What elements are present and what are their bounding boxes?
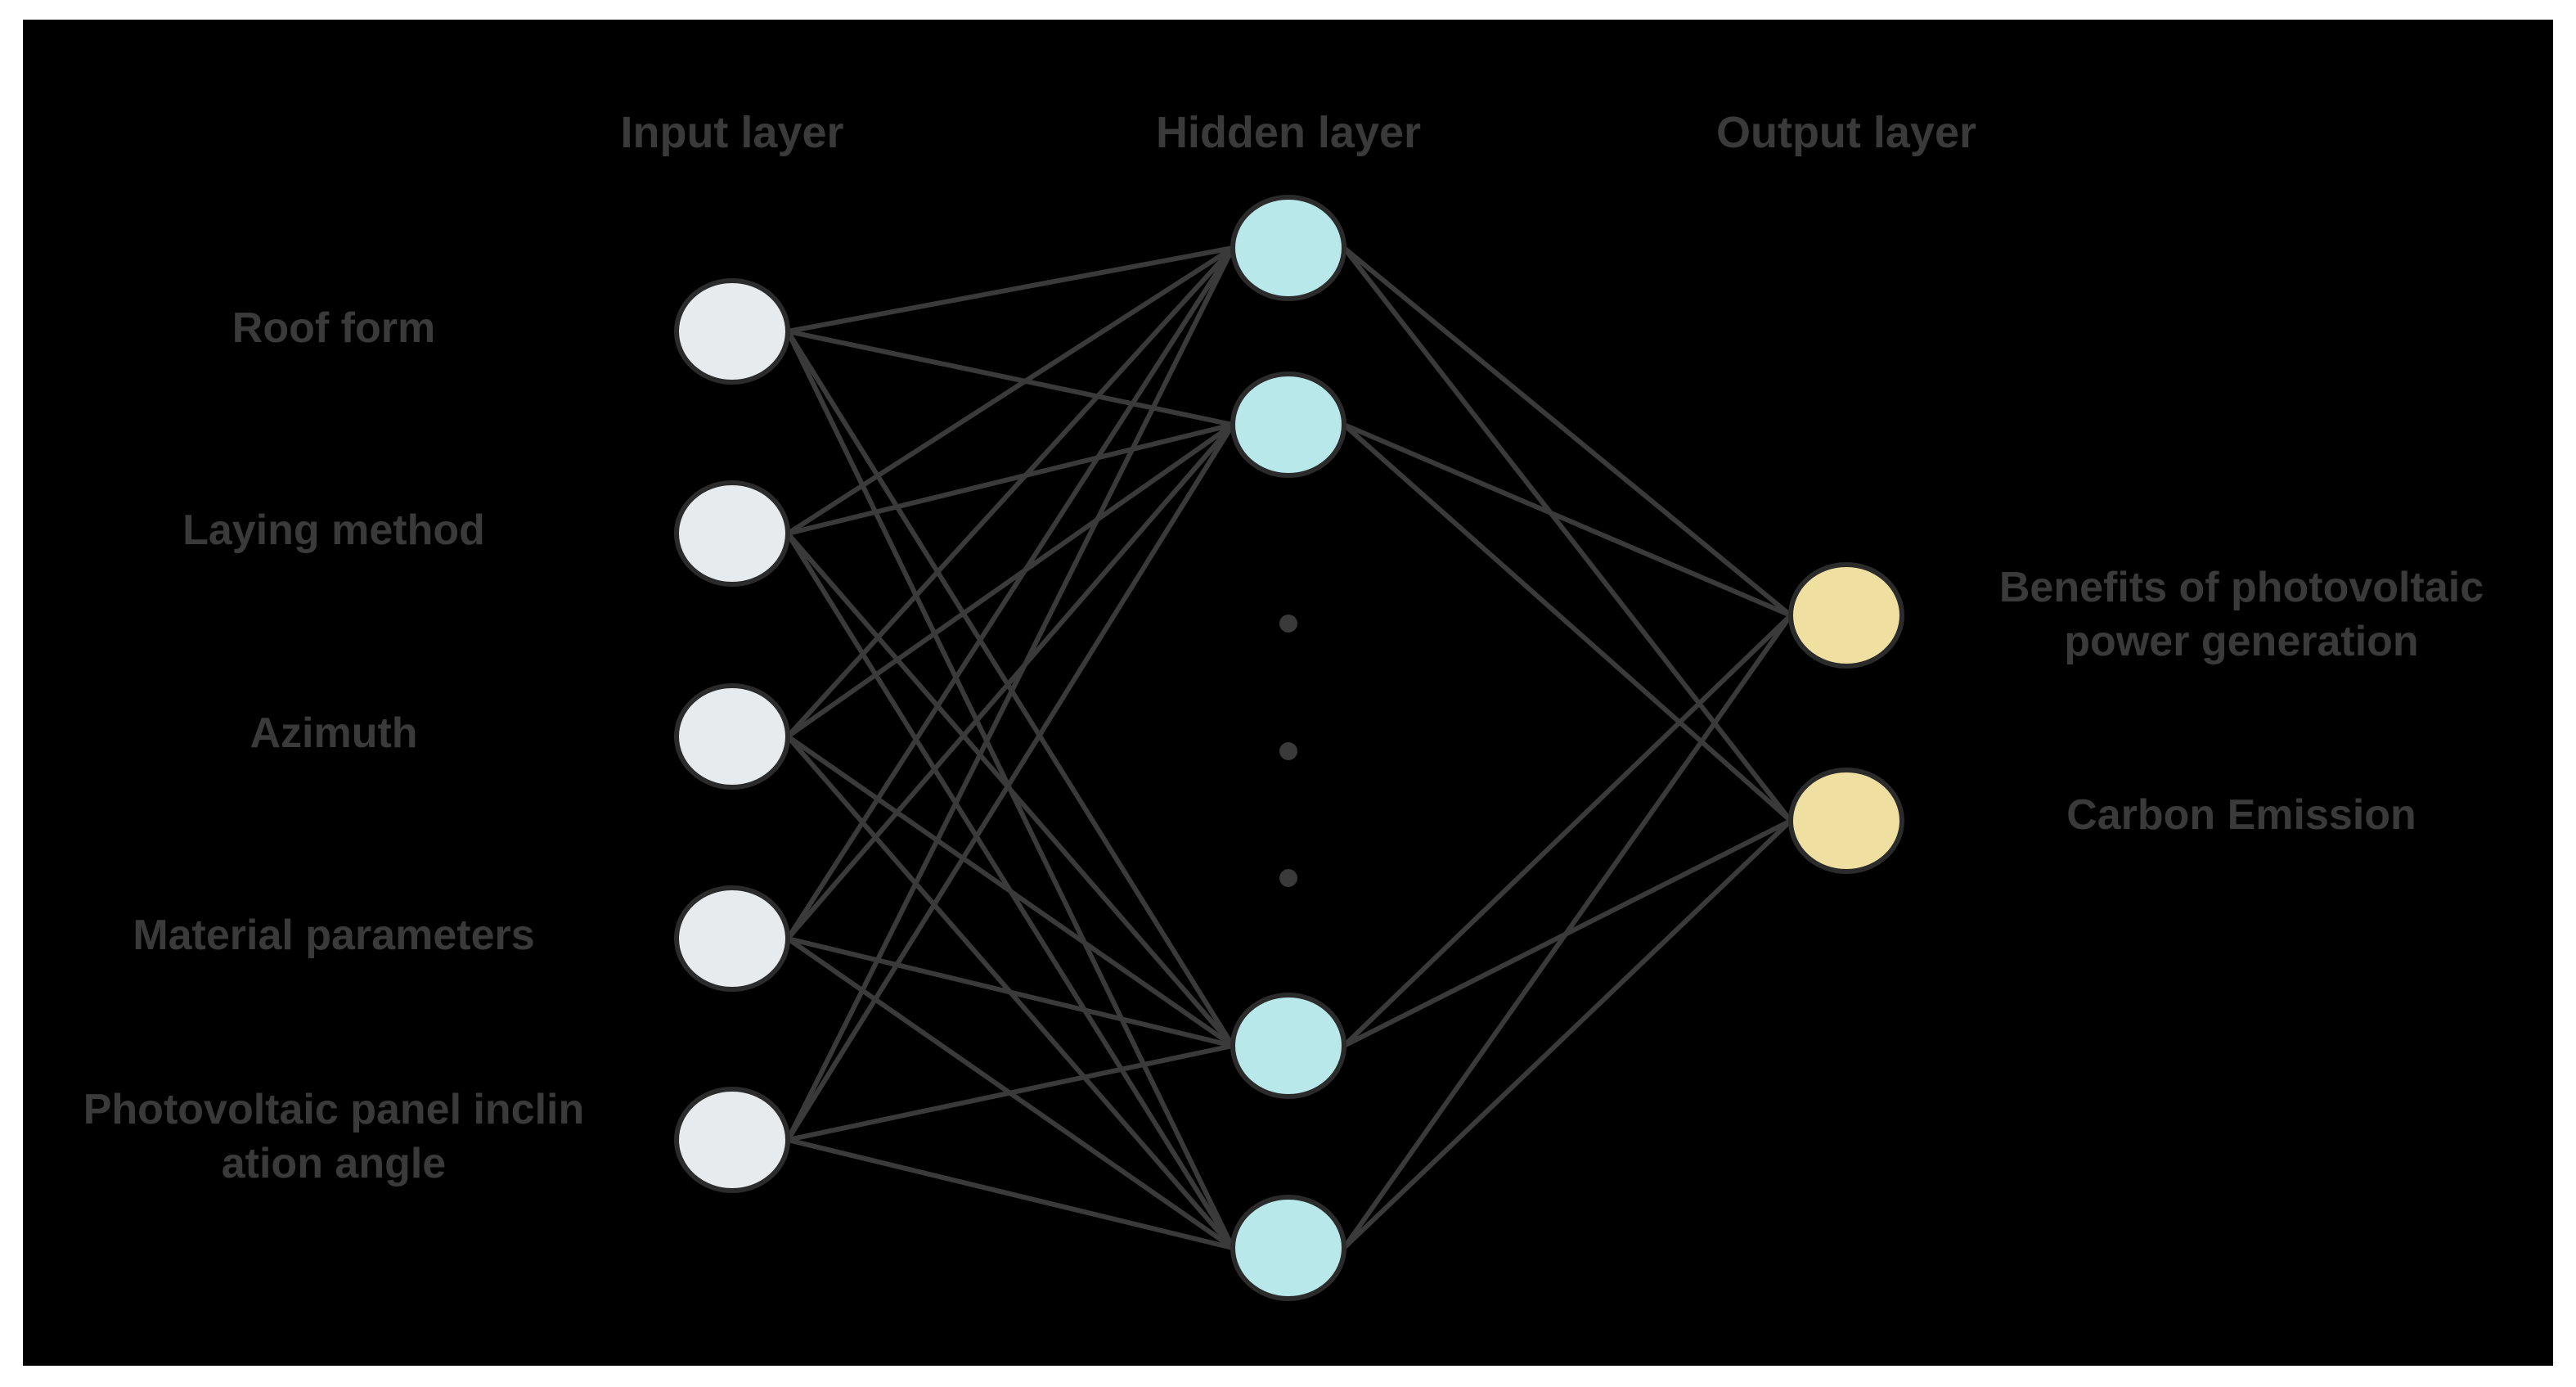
output-label-1-line-1: Benefits of photovoltaic [1999,564,2484,611]
input-node-1 [674,278,790,385]
output-node-2 [1788,768,1904,874]
hidden-node-2 [1230,372,1346,478]
input-node-5 [674,1087,790,1193]
neuron-nodes [674,195,1904,1301]
edge-hidden-4-output-1 [1342,614,1793,1250]
output-label-1-line-2: power generation [2064,618,2418,665]
edge-input-2-hidden-2 [787,422,1234,536]
input-label-4-line-1: Material parameters [133,912,534,959]
output-node-1 [1788,562,1904,669]
edge-hidden-2-output-2 [1342,422,1792,823]
input-label-1-line-1: Roof form [232,304,435,352]
edge-input-5-hidden-2 [785,423,1235,1142]
output-labels: Benefits of photovoltaic power generation… [1999,564,2484,839]
output-label-2-line-1: Carbon Emission [2066,791,2416,839]
output-label-1: Benefits of photovoltaic power generation [1999,564,2484,665]
edge-hidden-2-output-1 [1342,422,1792,618]
edge-input-2-hidden-3 [785,532,1235,1047]
input-label-2-line-1: Laying method [182,507,485,554]
input-label-5-line-2: ation angle [222,1140,446,1187]
input-label-5: Photovoltaic panel inclin ation angle [83,1086,585,1187]
input-label-3: Azimuth [250,709,417,757]
hidden-layer-header: Hidden layer [1156,108,1421,157]
edge-input-5-hidden-4 [787,1137,1234,1250]
ellipsis-dot-1 [1279,615,1297,633]
input-label-1: Roof form [232,304,435,352]
input-node-4 [674,885,790,992]
edge-input-4-hidden-2 [785,423,1235,940]
input-layer-header: Input layer [620,108,843,157]
edge-input-3-hidden-3 [786,734,1234,1048]
edge-hidden-1-output-2 [1342,246,1793,822]
ellipsis-dot-3 [1279,869,1297,887]
edge-input-4-hidden-1 [785,246,1235,940]
edge-input-3-hidden-1 [785,245,1235,739]
edge-input-2-hidden-1 [786,245,1234,536]
edge-input-3-hidden-2 [786,422,1234,739]
input-label-4: Material parameters [133,912,534,959]
edge-input-5-hidden-3 [787,1043,1234,1142]
input-label-3-line-1: Azimuth [250,709,417,757]
input-node-3 [674,683,790,790]
edge-input-1-hidden-2 [787,329,1234,427]
output-layer-header: Output layer [1716,108,1976,157]
input-label-2: Laying method [182,507,485,554]
input-node-2 [674,480,790,587]
edge-input-1-hidden-1 [787,245,1234,334]
edge-input-5-hidden-1 [785,246,1235,1142]
output-label-2: Carbon Emission [2066,791,2416,839]
hidden-node-4 [1230,1195,1346,1301]
hidden-node-1 [1230,195,1346,301]
edge-input-4-hidden-3 [787,936,1234,1048]
hidden-ellipsis [1279,615,1297,887]
hidden-node-3 [1230,993,1346,1099]
input-label-5-line-1: Photovoltaic panel inclin [83,1086,585,1133]
connection-edges [785,245,1793,1250]
edge-hidden-1-output-1 [1342,245,1792,618]
edge-hidden-3-output-1 [1342,613,1793,1048]
ellipsis-dot-2 [1279,742,1297,760]
edge-hidden-4-output-2 [1342,818,1793,1250]
